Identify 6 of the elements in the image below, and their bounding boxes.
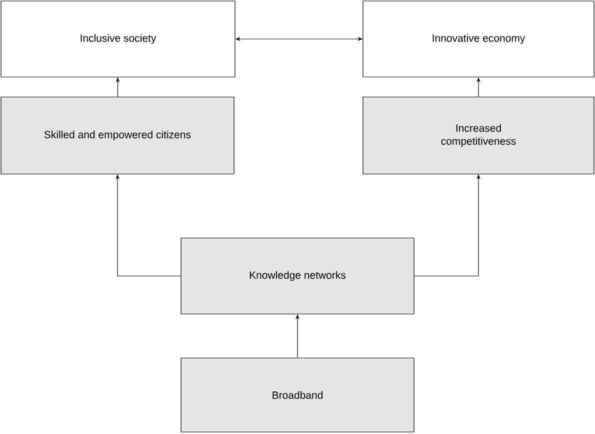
process-box: Skilled and empowered citizens (0, 96, 234, 174)
outcome-box: Innovative economy (362, 0, 594, 78)
process-box: Knowledge networks (180, 238, 414, 314)
process-box: Increased competitiveness (362, 96, 594, 174)
outcome-box: Inclusive society (0, 0, 236, 78)
process-box: Broadband (180, 358, 414, 432)
